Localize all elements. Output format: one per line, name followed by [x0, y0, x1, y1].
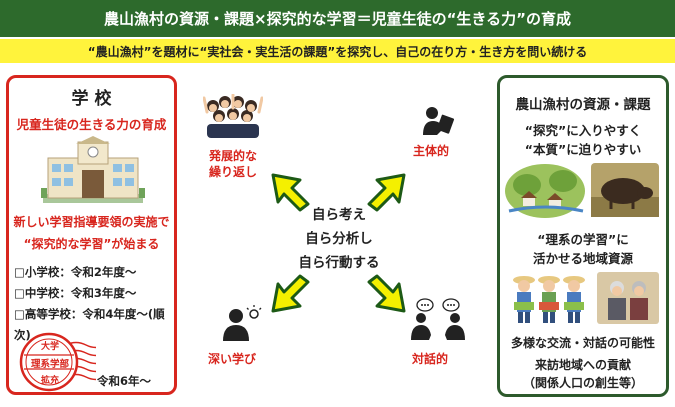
stamp-year: 令和6年～ [97, 374, 152, 388]
schedule-item-high-school: □高等学校：令和4年度～(順次) [14, 307, 165, 342]
village-illustration [505, 164, 585, 218]
label-developmental-line1: 発展的な [208, 149, 257, 163]
students-group-icon [203, 94, 263, 138]
center-action-text: 自ら考え 自ら分析し 自ら行動する [280, 203, 398, 275]
rural-point1-line1: “探究”に入りやすく [524, 123, 642, 138]
arrow-up-right-icon [367, 173, 406, 212]
schedule-item-elementary: □小学校：令和2年度～ [14, 265, 137, 279]
center-line-analyze: 自ら分析し [305, 231, 373, 247]
rural-point2-line1: “理系の学習”に [537, 232, 629, 247]
rural-point2: “理系の学習”に 活かせる地域資源 [497, 230, 669, 268]
label-developmental-repetition: 発展的な 繰り返し [196, 148, 270, 180]
school-panel-title: 学 校 [71, 89, 112, 109]
stamp-line3: 拡充 [40, 376, 59, 386]
label-dialogic: 対話的 [412, 352, 449, 366]
school-schedule-list: □小学校：令和2年度～ □中学校：令和3年度～ □高等学校：令和4年度～(順次) [14, 262, 176, 346]
label-deep-learning: 深い学び [208, 352, 257, 366]
rural-point4-line2: （関係人口の創生等） [522, 376, 643, 390]
person-reading-icon [423, 107, 455, 135]
school-note-line1: 新しい学習指導要領の実施で [13, 215, 170, 229]
rural-point2-line2: 活かせる地域資源 [532, 251, 633, 266]
rural-point3: 多様な交流・対話の可能性 [510, 336, 655, 350]
wild-boar-illustration [591, 163, 659, 217]
person-idea-icon [223, 305, 262, 341]
schedule-item-junior-high: □中学校：令和3年度～ [14, 286, 137, 300]
rural-point1: “探究”に入りやすく “本質”に迫りやすい [497, 121, 669, 159]
elders-illustration [597, 272, 659, 324]
arrow-down-right-icon [367, 274, 406, 313]
rural-resources-panel [497, 75, 669, 397]
school-panel-goal: 児童生徒の生きる力の育成 [16, 117, 167, 132]
farmers-illustration [513, 276, 585, 323]
page-title: 農山漁村の資源・課題×探究的な学習＝児童生徒の“生きる力”の育成 [0, 0, 675, 37]
rural-panel-title: 農山漁村の資源・課題 [515, 97, 651, 113]
school-note-line2: “探究的な学習”が始まる [23, 237, 160, 251]
arrow-down-left-icon [271, 274, 310, 313]
arrow-up-left-icon [271, 173, 310, 212]
stamp-line1: 大学 [40, 342, 59, 352]
label-proactive: 主体的 [413, 144, 450, 158]
center-line-act: 自ら行動する [298, 255, 380, 271]
label-developmental-line2: 繰り返し [208, 165, 257, 179]
stamp-line2: 理系学部 [30, 359, 69, 370]
rural-point4-line1: 来訪地域への貢献 [534, 358, 631, 372]
page-subtitle: “農山漁村”を題材に“実社会・実生活の課題”を探究し、自己の在り方・生き方を問い… [0, 39, 675, 63]
university-stamp [19, 332, 96, 392]
school-building-icon [41, 136, 145, 203]
rural-point1-line2: “本質”に迫りやすい [524, 142, 642, 157]
rural-point4: 来訪地域への貢献 （関係人口の創生等） [497, 356, 669, 392]
people-dialogue-icon [411, 298, 465, 340]
center-line-think: 自ら考え [312, 207, 366, 223]
